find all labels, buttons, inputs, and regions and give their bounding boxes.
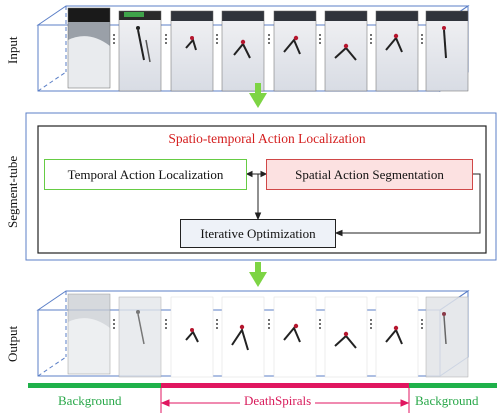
- iterative-optimization-label: Iterative Optimization: [200, 225, 316, 241]
- row-label-output: Output: [5, 325, 20, 362]
- framework-container: [25, 112, 497, 261]
- output-frame-1: [67, 293, 111, 375]
- arrow-framework-to-output: [249, 262, 267, 287]
- arrow-input-to-framework: [249, 83, 267, 108]
- input-ellipsis: [113, 34, 423, 44]
- input-frame-7: [375, 10, 419, 92]
- timeline-label-action: DeathSpirals: [240, 393, 316, 409]
- output-frame-6: [324, 296, 368, 378]
- output-frame-7: [375, 296, 419, 378]
- row-label-input: Input: [5, 36, 20, 64]
- output-frame-4: [221, 296, 265, 378]
- row-label-segment-tube: Segment-tube: [5, 155, 20, 228]
- output-frame-3: [170, 296, 214, 378]
- input-frame-3: [170, 10, 214, 92]
- timeline-label-background-left: Background: [58, 393, 122, 408]
- framework-black-frame: [37, 125, 487, 254]
- output-ellipsis: [113, 319, 423, 329]
- input-frame-6: [324, 10, 368, 92]
- input-frame-8: [425, 10, 469, 92]
- spatial-segmentation-label: Spatial Action Segmentation: [295, 166, 444, 182]
- timeline-background-left: [28, 383, 161, 388]
- input-frame-5: [273, 10, 317, 92]
- framework-title: Spatio-temporal Action Localization: [168, 131, 366, 146]
- output-frame-2: [118, 296, 162, 378]
- timeline-label-background-right: Background: [415, 393, 479, 408]
- iterative-optimization-box: Iterative Optimization: [180, 219, 336, 248]
- output-frame-8: [425, 296, 469, 378]
- temporal-localization-label: Temporal Action Localization: [67, 166, 224, 182]
- temporal-localization-box: Temporal Action Localization: [44, 159, 247, 190]
- timeline-background-right: [409, 383, 497, 388]
- input-frame-2: [118, 10, 162, 92]
- spatial-segmentation-box: Spatial Action Segmentation: [266, 159, 473, 190]
- input-frame-4: [221, 10, 265, 92]
- timeline-action: [161, 383, 409, 388]
- framework-connectors: [245, 170, 481, 237]
- input-frame-1: [67, 7, 111, 89]
- output-frame-5: [273, 296, 317, 378]
- input-frames: [67, 7, 469, 92]
- output-frames: [67, 293, 469, 378]
